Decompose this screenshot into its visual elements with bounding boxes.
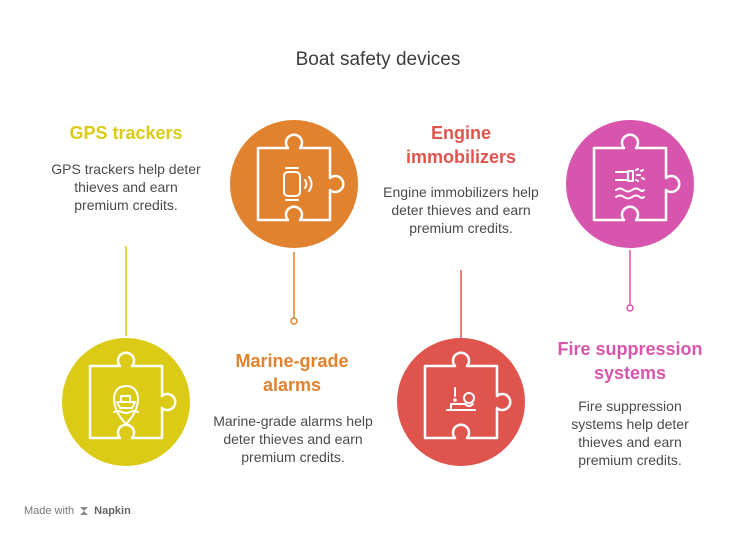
step-description-gps: GPS trackers help deter thieves and earn… [51, 161, 201, 213]
wearable-signal-icon [283, 167, 313, 201]
connector-dot-alarms [290, 317, 298, 325]
piece-immobilizers [397, 338, 525, 466]
step-description-fire: Fire suppression systems help deter thie… [571, 398, 689, 468]
diagram-title: Boat safety devices [295, 49, 461, 70]
step-heading-fire: Fire suppression systems [557, 339, 703, 383]
boat-location-icon [113, 385, 139, 425]
piece-alarms [230, 120, 358, 248]
step-description-immobilizers: Engine immobilizers help deter thieves a… [383, 184, 539, 236]
connector-dot-fire [626, 304, 634, 312]
made-with-label: Made with [24, 505, 75, 517]
step-heading-immobilizers: Engine immobilizers [405, 123, 517, 167]
napkin-brand: Napkin [94, 505, 131, 517]
napkin-logo-icon [80, 507, 89, 515]
piece-gps [62, 338, 190, 466]
step-heading-gps: GPS trackers [69, 123, 183, 143]
piece-fire [566, 120, 694, 248]
step-description-alarms: Marine-grade alarms help deter thieves a… [213, 413, 373, 465]
footer-attribution: Made with Napkin [24, 505, 131, 517]
water-spray-icon [615, 168, 645, 200]
engine-warning-icon [446, 387, 476, 411]
step-heading-alarms: Marine-grade alarms [235, 351, 349, 395]
